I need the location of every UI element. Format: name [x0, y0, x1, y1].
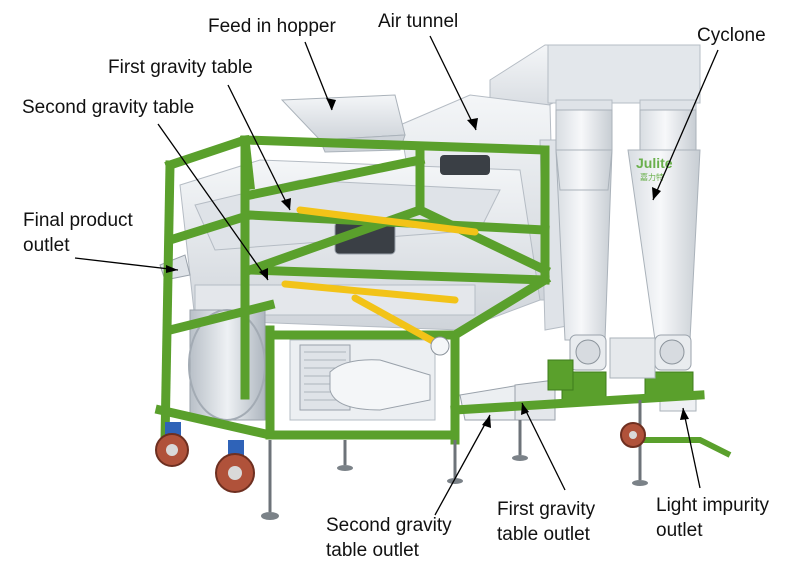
label-final-product-outlet: Final product outlet	[23, 208, 133, 258]
brand-mark: Julite	[636, 155, 673, 171]
cyclone-right: Julite 嘉力特	[627, 109, 701, 371]
label-second-gravity-table-outlet: Second gravity table outlet	[326, 513, 452, 563]
support-feet	[261, 455, 648, 520]
label-line: outlet	[23, 235, 70, 256]
light-impurity-outlet-boxes	[561, 337, 697, 412]
air-duct	[489, 44, 701, 131]
label-feed-in-hopper: Feed in hopper	[208, 16, 336, 37]
yellow-links	[281, 206, 479, 349]
label-line: outlet	[656, 520, 703, 541]
label-first-gravity-table: First gravity table	[108, 57, 253, 78]
label-line: table outlet	[497, 524, 590, 545]
leader-arrowheads	[166, 98, 689, 428]
label-line: table outlet	[326, 540, 419, 561]
label-line: First gravity	[497, 499, 596, 520]
main-body	[179, 155, 541, 421]
label-line: Final product	[23, 210, 133, 231]
cyclone-left	[555, 109, 613, 371]
label-second-gravity-table: Second gravity table	[22, 97, 195, 118]
caster-wheels	[155, 422, 646, 493]
label-line: Second gravity	[326, 515, 452, 536]
label-light-impurity-outlet: Light impurity outlet	[656, 493, 769, 543]
label-cyclone: Cyclone	[697, 25, 766, 46]
label-line: Light impurity	[656, 495, 769, 516]
pivot-wheel	[430, 336, 450, 356]
brand-sub: 嘉力特	[640, 172, 664, 182]
label-air-tunnel: Air tunnel	[378, 11, 459, 32]
label-first-gravity-table-outlet: First gravity table outlet	[497, 497, 595, 547]
pull-bar	[640, 437, 732, 458]
leader-lines	[74, 35, 719, 516]
